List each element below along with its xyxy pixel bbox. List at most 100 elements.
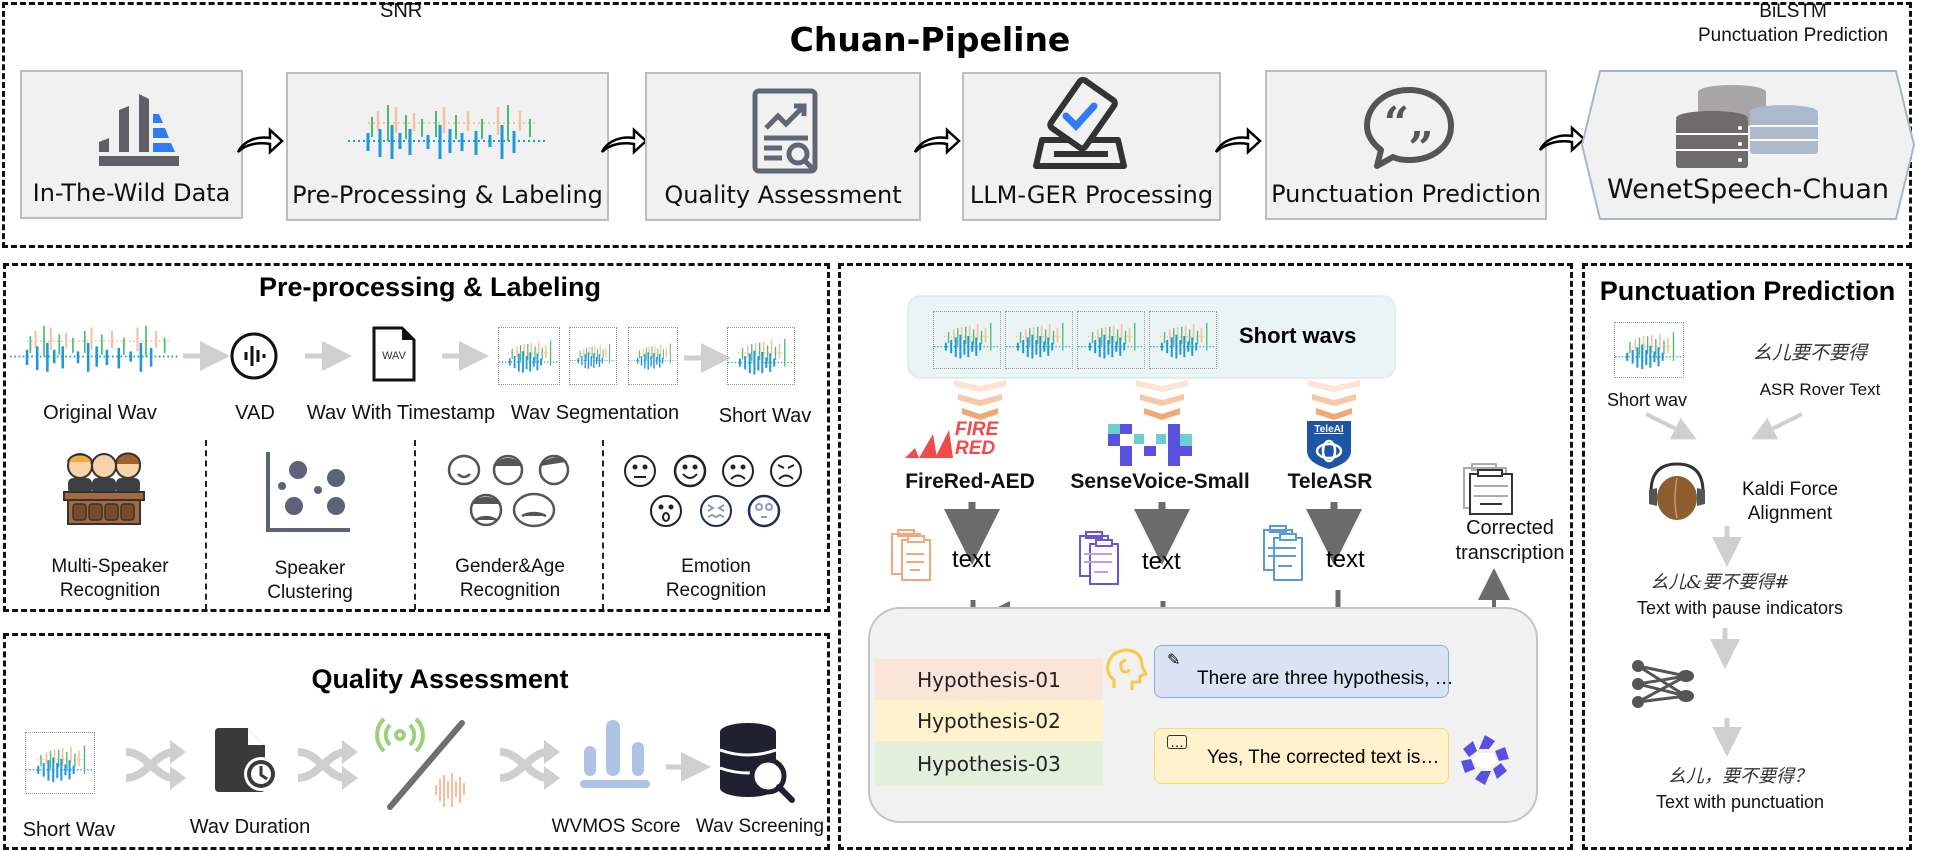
final-text: 幺儿，要不要得？ — [1668, 766, 1812, 787]
short-wav-icon — [1149, 311, 1217, 369]
speaker-clustering-icon — [266, 452, 350, 532]
ballot-check-icon — [1033, 76, 1127, 169]
curved-arrow-icon — [236, 127, 284, 155]
snr-label: SNR — [380, 0, 423, 22]
curved-arrow-icon — [1214, 127, 1262, 155]
text-output-label: text — [1326, 546, 1365, 573]
short-wav-icon — [1005, 311, 1073, 369]
document-icon — [1263, 525, 1303, 581]
curved-arrow-icon — [913, 127, 961, 155]
converging-arrows — [1645, 412, 1803, 440]
corrected-document-icon — [1463, 463, 1513, 515]
llm-ger-panel — [838, 263, 1573, 850]
short-wav-icon — [25, 732, 95, 794]
gender-age-icon — [447, 454, 570, 528]
stage-label: Pre-Processing & Labeling — [292, 181, 603, 209]
punctuation-title: Punctuation Prediction — [1599, 276, 1896, 306]
document-icon — [891, 529, 931, 581]
pause-text: 幺儿&要不要得# — [1650, 572, 1790, 593]
short-wav-icon — [727, 327, 795, 385]
arrow-right-icon — [666, 752, 711, 782]
wav-duration-icon — [215, 728, 278, 792]
divider — [414, 440, 416, 610]
pipeline-frame — [2, 2, 1912, 248]
original-wav-label: Original Wav — [43, 402, 157, 424]
divider — [602, 440, 604, 610]
short-wavs-box: Short wavs — [907, 295, 1396, 379]
wav-duration-label: Wav Duration — [189, 816, 311, 838]
preprocessing-panel — [3, 263, 830, 612]
sensevoice-logo — [1108, 424, 1192, 466]
response-bubble: … Yes, The corrected text is… — [1154, 728, 1449, 784]
arrow-right-icon — [183, 341, 230, 371]
multi-speaker-icon — [63, 452, 145, 525]
short-wav-label: Short Wav — [22, 819, 116, 841]
stage-label: WenetSpeech-Chuan — [1607, 174, 1889, 205]
short-wavs-label: Short wavs — [1239, 323, 1357, 348]
pencil-icon: ✎ — [1167, 652, 1181, 669]
wav-timestamp-label: Wav With Timestamp — [306, 402, 496, 424]
preprocessing-title: Pre-processing & Labeling — [258, 272, 602, 302]
stage-in-the-wild-data[interactable]: In-The-Wild Data — [20, 70, 243, 219]
stage-punctuation-prediction[interactable]: “„ Punctuation Prediction — [1265, 70, 1547, 220]
arrow-right-icon — [305, 341, 352, 371]
prompt-text: There are three hypothesis, … — [1197, 668, 1454, 689]
firered-label: FireRed-AED — [905, 470, 1035, 493]
stage-pre-processing[interactable]: Pre-Processing & Labeling — [286, 72, 609, 221]
vad-label: VAD — [235, 402, 275, 424]
response-text: Yes, The corrected text is… — [1207, 747, 1440, 768]
shuffle-arrow-icon — [125, 740, 186, 790]
arrow-down-icon — [1712, 526, 1742, 567]
qwen-logo-icon — [1461, 735, 1509, 785]
segment-wave-icon — [569, 327, 617, 385]
prompt-bubble: ✎ There are three hypothesis, … — [1154, 645, 1454, 698]
final-label: Text with punctuation — [1655, 792, 1825, 812]
shuffle-arrow-icon — [499, 740, 560, 790]
hypothesis-list: Hypothesis-01 Hypothesis-02 Hypothesis-0… — [875, 659, 1103, 790]
snr-icon — [375, 717, 465, 810]
database-stack-icon — [1676, 85, 1818, 168]
stage-quality-assessment[interactable]: Quality Assessment — [645, 72, 921, 221]
document-icon — [1079, 531, 1119, 585]
stage-wenetspeech-chuan[interactable]: WenetSpeech-Chuan — [1580, 70, 1916, 220]
stage-llm-ger[interactable]: LLM-GER Processing — [962, 72, 1221, 221]
sensevoice-label: SenseVoice-Small — [1070, 470, 1250, 493]
punctuation-panel — [1582, 263, 1912, 850]
kaldi-headphone-icon — [1649, 462, 1705, 520]
emotion-icon — [624, 454, 802, 528]
segment-wave-icon — [498, 327, 560, 385]
wav-file-icon: WAV — [372, 326, 416, 382]
wav-file-tag: WAV — [382, 350, 406, 362]
wvmos-score-icon — [580, 720, 650, 788]
punct-short-wav-label: Short wav — [1606, 390, 1688, 410]
shuffle-arrow-icon — [297, 740, 358, 790]
stage-label: Quality Assessment — [664, 181, 902, 209]
hypothesis-02: Hypothesis-02 — [875, 700, 1103, 741]
pause-label: Text with pause indicators — [1636, 598, 1844, 618]
chevron-down-icon — [954, 380, 1006, 420]
chevron-down-icon — [1136, 380, 1188, 420]
chevron-down-icon — [1308, 380, 1360, 420]
segment-wave-icon — [628, 327, 678, 385]
arrow-down-icon — [1712, 718, 1742, 757]
quality-panel — [3, 633, 830, 850]
chat-icon: … — [1167, 735, 1187, 749]
wav-segments — [498, 327, 688, 385]
teleasr-label: TeleASR — [1287, 470, 1373, 493]
arrow-right-icon — [442, 341, 489, 371]
vad-icon — [230, 332, 278, 380]
wav-screening-label: Wav Screening — [695, 816, 825, 837]
short-wav-icon — [1614, 322, 1684, 378]
hypothesis-01: Hypothesis-01 — [875, 659, 1103, 700]
bar-chart-icon — [99, 94, 179, 166]
pipeline-title: Chuan-Pipeline — [789, 20, 1071, 59]
asr-rover-label: ASR Rover Text — [1759, 380, 1881, 399]
arrow-right-icon — [684, 343, 731, 373]
